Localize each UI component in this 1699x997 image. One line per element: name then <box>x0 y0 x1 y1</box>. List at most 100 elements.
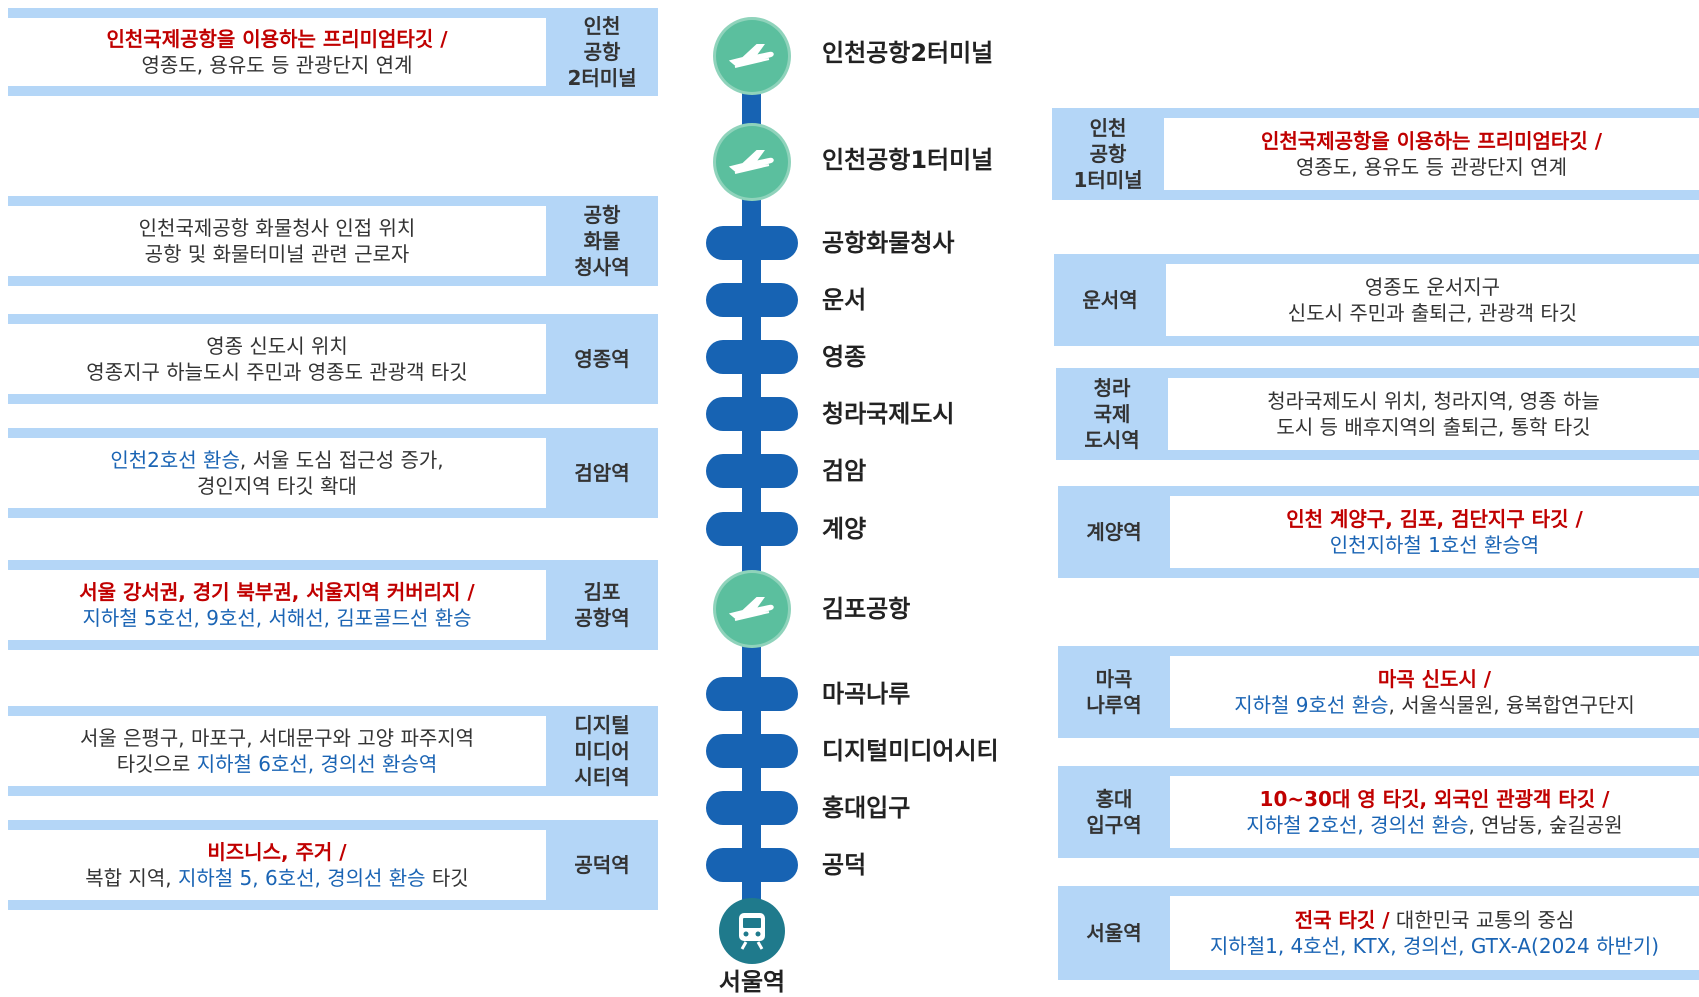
card-label-line: 화물 <box>583 229 621 253</box>
card-text-line: 마곡 신도시 / <box>1378 666 1491 692</box>
card-text-segment: 대한민국 교통의 중심 <box>1389 908 1575 932</box>
station-stop <box>706 677 798 711</box>
card-label-line: 인천 <box>583 14 621 38</box>
card-description: 인천 계양구, 김포, 검단지구 타깃 /인천지하철 1호선 환승역 <box>1170 496 1699 568</box>
card-text-line: 영종도 운서지구 <box>1365 274 1500 300</box>
card-text-line: 지하철 2호선, 경의선 환승, 연남동, 숲길공원 <box>1246 812 1622 838</box>
card-label: 운서역 <box>1054 254 1166 346</box>
station-stop <box>706 226 798 260</box>
station-info-card: 인천 계양구, 김포, 검단지구 타깃 /인천지하철 1호선 환승역 계양역 <box>1058 486 1699 578</box>
station-name: 영종 <box>822 343 867 371</box>
card-label-line: 계양역 <box>1086 520 1142 544</box>
card-label-line: 공덕역 <box>574 853 630 877</box>
card-label: 검암역 <box>546 428 658 518</box>
card-text-segment: , 서울 도심 접근성 증가, <box>239 448 444 472</box>
card-text-line: 인천국제공항을 이용하는 프리미엄타깃 / <box>1261 128 1602 154</box>
station-stop <box>706 791 798 825</box>
station-stop <box>706 283 798 317</box>
card-text-segment: 영종도, 용유도 등 관광단지 연계 <box>1296 155 1567 179</box>
card-text-segment: 서울 강서권, 경기 북부권, 서울지역 커버리지 / <box>79 580 475 604</box>
card-text-segment: 공항 및 화물터미널 관련 근로자 <box>144 242 410 266</box>
card-text-line: 서울 강서권, 경기 북부권, 서울지역 커버리지 / <box>79 579 474 605</box>
card-text-segment: 지하철 5호선, 9호선, 서해선, 김포골드선 환승 <box>82 606 472 630</box>
card-text-segment: 10~30대 영 타깃, 외국인 관광객 타깃 / <box>1259 787 1610 811</box>
station-stop <box>706 340 798 374</box>
card-label-line: 청라 <box>1093 376 1131 400</box>
station-stop <box>706 734 798 768</box>
station-name: 서울역 <box>718 968 786 996</box>
card-text-segment: 신도시 주민과 출퇴근, 관광객 타깃 <box>1287 301 1578 325</box>
station-name: 김포공항 <box>822 595 911 623</box>
card-description: 인천국제공항을 이용하는 프리미엄타깃 /영종도, 용유도 등 관광단지 연계 <box>1164 118 1699 190</box>
card-description: 비즈니스, 주거 /복합 지역, 지하철 5, 6호선, 경의선 환승 타깃 <box>8 830 546 900</box>
card-label-line: 나루역 <box>1086 693 1142 717</box>
card-text-line: 영종도, 용유도 등 관광단지 연계 <box>1296 154 1567 180</box>
station-name: 계양 <box>822 515 867 543</box>
card-text-segment: 인천국제공항을 이용하는 프리미엄타깃 / <box>106 27 448 51</box>
card-text-segment: , 연남동, 숲길공원 <box>1468 813 1623 837</box>
card-description: 서울 강서권, 경기 북부권, 서울지역 커버리지 /지하철 5호선, 9호선,… <box>8 570 546 640</box>
card-label-line: 김포 <box>583 580 621 604</box>
card-label: 영종역 <box>546 314 658 404</box>
station-name: 디지털미디어시티 <box>822 737 999 765</box>
station-info-card: 인천2호선 환승, 서울 도심 접근성 증가,경인지역 타깃 확대 검암역 <box>8 428 658 518</box>
card-text-line: 영종지구 하늘도시 주민과 영종도 관광객 타깃 <box>86 359 467 385</box>
card-text-line: 경인지역 타깃 확대 <box>197 473 357 499</box>
card-text-line: 영종 신도시 위치 <box>206 333 348 359</box>
card-text-line: 영종도, 용유도 등 관광단지 연계 <box>142 52 413 78</box>
card-label-line: 공항 <box>583 40 621 64</box>
station-info-card: 서울 강서권, 경기 북부권, 서울지역 커버리지 /지하철 5호선, 9호선,… <box>8 560 658 650</box>
card-text-line: 인천 계양구, 김포, 검단지구 타깃 / <box>1286 506 1583 532</box>
card-text-segment: 인천지하철 1호선 환승역 <box>1329 533 1540 557</box>
card-text-segment: 인천2호선 환승 <box>110 448 240 472</box>
card-label: 계양역 <box>1058 486 1170 578</box>
card-label: 서울역 <box>1058 886 1170 980</box>
station-name: 운서 <box>822 286 867 314</box>
airport-icon <box>716 20 788 92</box>
card-label-line: 1터미널 <box>1073 168 1143 192</box>
station-stop <box>706 512 798 546</box>
card-text-line: 서울 은평구, 마포구, 서대문구와 고양 파주지역 <box>80 725 474 751</box>
card-label-line: 마곡 <box>1095 667 1133 691</box>
card-text-segment: 마곡 신도시 / <box>1377 667 1492 691</box>
card-text-segment: 복합 지역, <box>85 866 178 890</box>
train-icon <box>719 898 785 964</box>
card-text-line: 전국 타깃 / 대한민국 교통의 중심 <box>1295 907 1575 933</box>
card-label-line: 청사역 <box>574 255 630 279</box>
card-label-line: 영종역 <box>574 347 630 371</box>
card-label-line: 미디어 <box>574 739 630 763</box>
route-line <box>742 75 761 905</box>
airport-icon <box>716 573 788 645</box>
card-text-line: 인천2호선 환승, 서울 도심 접근성 증가, <box>110 447 443 473</box>
card-label-line: 입구역 <box>1086 813 1142 837</box>
station-name: 인천공항1터미널 <box>822 146 994 174</box>
card-text-segment: 서울 은평구, 마포구, 서대문구와 고양 파주지역 <box>79 726 475 750</box>
card-text-segment: 지하철1, 4호선, KTX, 경의선, GTX-A(2024 하반기) <box>1209 934 1660 958</box>
card-text-line: 복합 지역, 지하철 5, 6호선, 경의선 환승 타깃 <box>85 865 468 891</box>
card-description: 인천국제공항을 이용하는 프리미엄타깃 /영종도, 용유도 등 관광단지 연계 <box>8 18 546 86</box>
station-name: 공항화물청사 <box>822 229 955 257</box>
card-text-line: 지하철 5호선, 9호선, 서해선, 김포골드선 환승 <box>82 605 471 631</box>
card-label-line: 홍대 <box>1095 787 1133 811</box>
station-name: 공덕 <box>822 851 867 879</box>
card-label-line: 국제 <box>1093 402 1131 426</box>
card-text-line: 인천국제공항을 이용하는 프리미엄타깃 / <box>107 26 448 52</box>
